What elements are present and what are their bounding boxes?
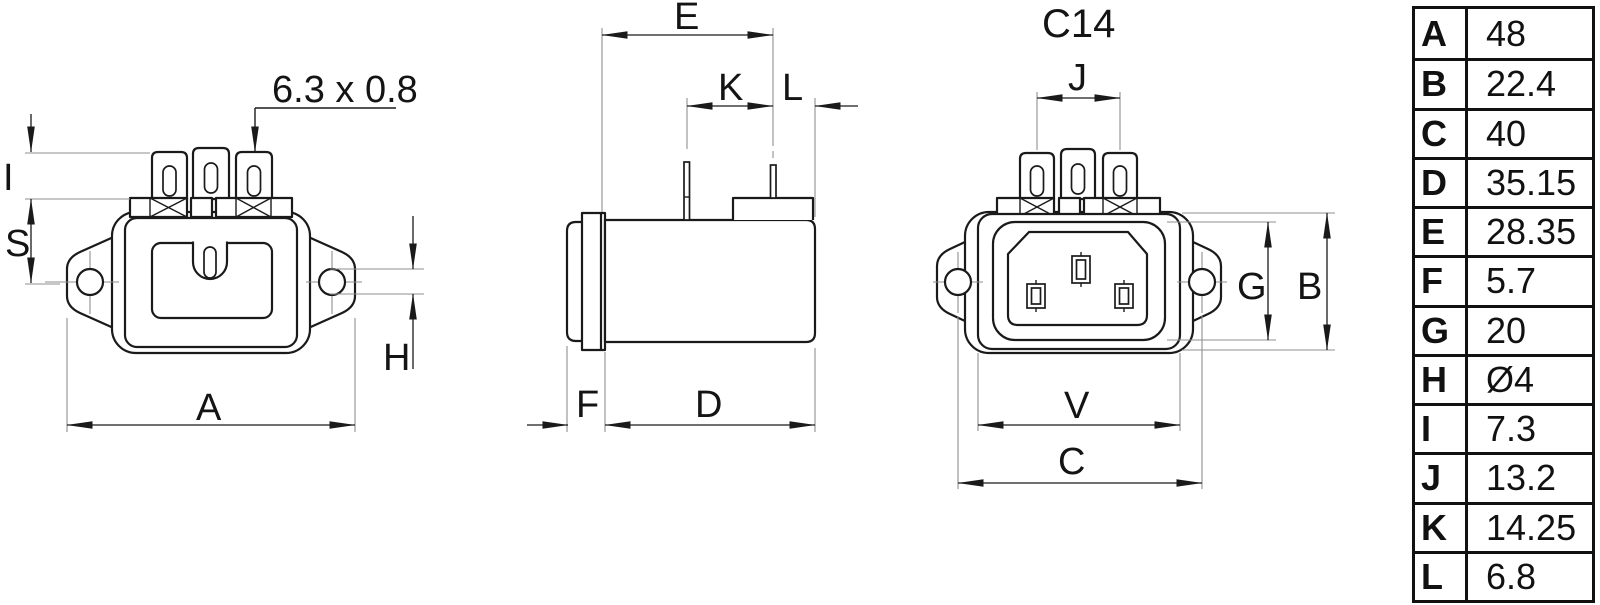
weld-cross-marks (1019, 197, 1138, 217)
dim-label-d: D (695, 384, 722, 426)
table-row: B 22.4 (1415, 58, 1592, 108)
dim-key: B (1415, 61, 1468, 108)
dim-e: E (601, 0, 774, 212)
table-row: C 40 (1415, 107, 1592, 157)
dim-b: B (1182, 212, 1335, 351)
table-row: J 13.2 (1415, 452, 1592, 502)
dim-key: J (1415, 455, 1468, 502)
base-block (128, 196, 189, 219)
dim-key: I (1415, 406, 1468, 453)
dim-k-l: K L (686, 67, 858, 217)
dimension-table: A 48 B 22.4 C 40 D 35.15 E 28.35 F 5.7 G… (1412, 6, 1595, 603)
dim-value: 40 (1486, 112, 1527, 154)
terminal-block (731, 196, 815, 220)
dim-key: D (1415, 159, 1468, 206)
table-row: I 7.3 (1415, 403, 1592, 453)
table-row: L 6.8 (1415, 550, 1592, 600)
dim-value: 13.2 (1486, 457, 1557, 499)
weld-cross-marks (149, 197, 272, 218)
connector-type-label: C14 (1042, 2, 1115, 46)
dim-value: 22.4 (1486, 63, 1557, 105)
table-row: F 5.7 (1415, 255, 1592, 305)
housing-can (603, 218, 817, 344)
dim-label-i: I (3, 157, 14, 199)
line-pin (1026, 280, 1046, 312)
dim-label-e: E (674, 0, 699, 38)
dim-value: 20 (1486, 309, 1527, 351)
front-view: C14 (933, 2, 1335, 489)
mounting-hole (75, 267, 105, 297)
tab-slot (1029, 165, 1045, 197)
base-block (189, 196, 214, 219)
terminal-pin (683, 161, 691, 221)
tab-size-callout: 6.3 x 0.8 (251, 69, 418, 153)
table-row: K 14.25 (1415, 501, 1592, 551)
dim-g: G (1167, 221, 1276, 341)
dim-v: V (977, 353, 1181, 431)
tab-slot (203, 162, 219, 194)
tab-size-label: 6.3 x 0.8 (272, 69, 418, 111)
side-view: E K L F D (527, 0, 858, 432)
dim-j: J (1036, 57, 1121, 150)
dim-value: 5.7 (1486, 260, 1537, 302)
mounting-hole (1187, 267, 1217, 297)
dim-value: 28.35 (1486, 211, 1577, 253)
dim-value: 14.25 (1486, 506, 1577, 548)
dim-key: L (1415, 553, 1468, 600)
tab-slot (162, 165, 177, 197)
dim-value: 6.8 (1486, 555, 1537, 597)
table-row: E 28.35 (1415, 206, 1592, 256)
dim-key: G (1415, 307, 1468, 354)
dim-h: H (330, 216, 424, 379)
dim-key: E (1415, 209, 1468, 256)
dim-label-v: V (1064, 385, 1090, 427)
dim-label-l: L (782, 67, 803, 109)
dim-key: C (1415, 110, 1468, 157)
neutral-pin (1114, 280, 1134, 312)
dim-label-h: H (383, 337, 410, 379)
tab-slot (1112, 165, 1128, 197)
rear-view: I S A H 6.3 x 0.8 (3, 69, 424, 432)
drawing-canvas: I S A H 6.3 x 0.8 (3, 0, 1335, 489)
tab-slot (1070, 163, 1086, 195)
dim-i-s: I S (3, 114, 150, 285)
dim-value: 7.3 (1486, 408, 1537, 450)
dim-key: A (1415, 9, 1468, 59)
dim-key: K (1415, 504, 1468, 551)
dim-key: F (1415, 258, 1468, 305)
dim-label-s: S (5, 223, 30, 265)
dim-f-d: F D (527, 346, 816, 432)
dim-label-b: B (1297, 266, 1322, 308)
dim-label-j: J (1068, 57, 1087, 99)
table-row: H Ø4 (1415, 353, 1592, 403)
dim-key: H (1415, 356, 1468, 403)
mounting-hole (317, 267, 347, 297)
table-row: G 20 (1415, 304, 1592, 354)
table-row: D 35.15 (1415, 156, 1592, 206)
dim-label-k: K (718, 67, 743, 109)
tab-slot (246, 165, 262, 197)
dim-value: 48 (1486, 12, 1527, 54)
dim-value: Ø4 (1486, 358, 1535, 400)
earth-pin (1071, 252, 1091, 287)
dim-label-a: A (196, 387, 222, 429)
table-row: A 48 (1415, 9, 1592, 59)
dim-label-c: C (1058, 441, 1085, 483)
dim-label-f: F (576, 384, 599, 426)
terminal-pin (769, 164, 777, 199)
mounting-hole (943, 267, 973, 297)
dim-value: 35.15 (1486, 161, 1577, 203)
dim-label-g: G (1237, 266, 1267, 308)
keyway-slot (203, 246, 217, 279)
dim-c: C (957, 316, 1203, 489)
dim-a: A (66, 318, 356, 432)
